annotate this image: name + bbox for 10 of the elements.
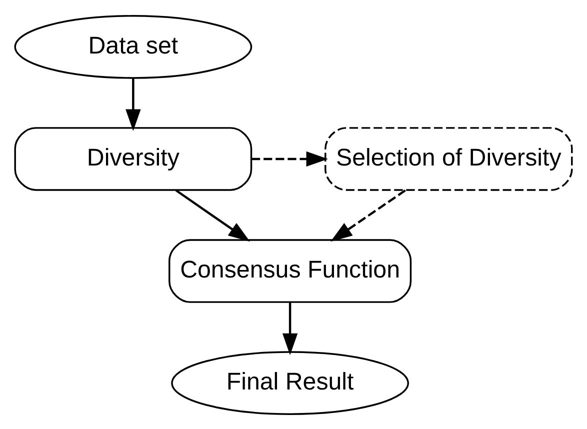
node-box: Diversity [14, 126, 252, 190]
node-box: Consensus Function [168, 238, 412, 302]
node-ellipse: Final Result [171, 350, 409, 414]
arrow [251, 150, 328, 166]
node-ellipse: Data set [14, 14, 252, 78]
arrow [175, 188, 250, 242]
node-box: Selection of Diversity [324, 126, 573, 190]
arrow [330, 188, 406, 242]
arrow [282, 302, 298, 355]
arrow [126, 78, 141, 131]
